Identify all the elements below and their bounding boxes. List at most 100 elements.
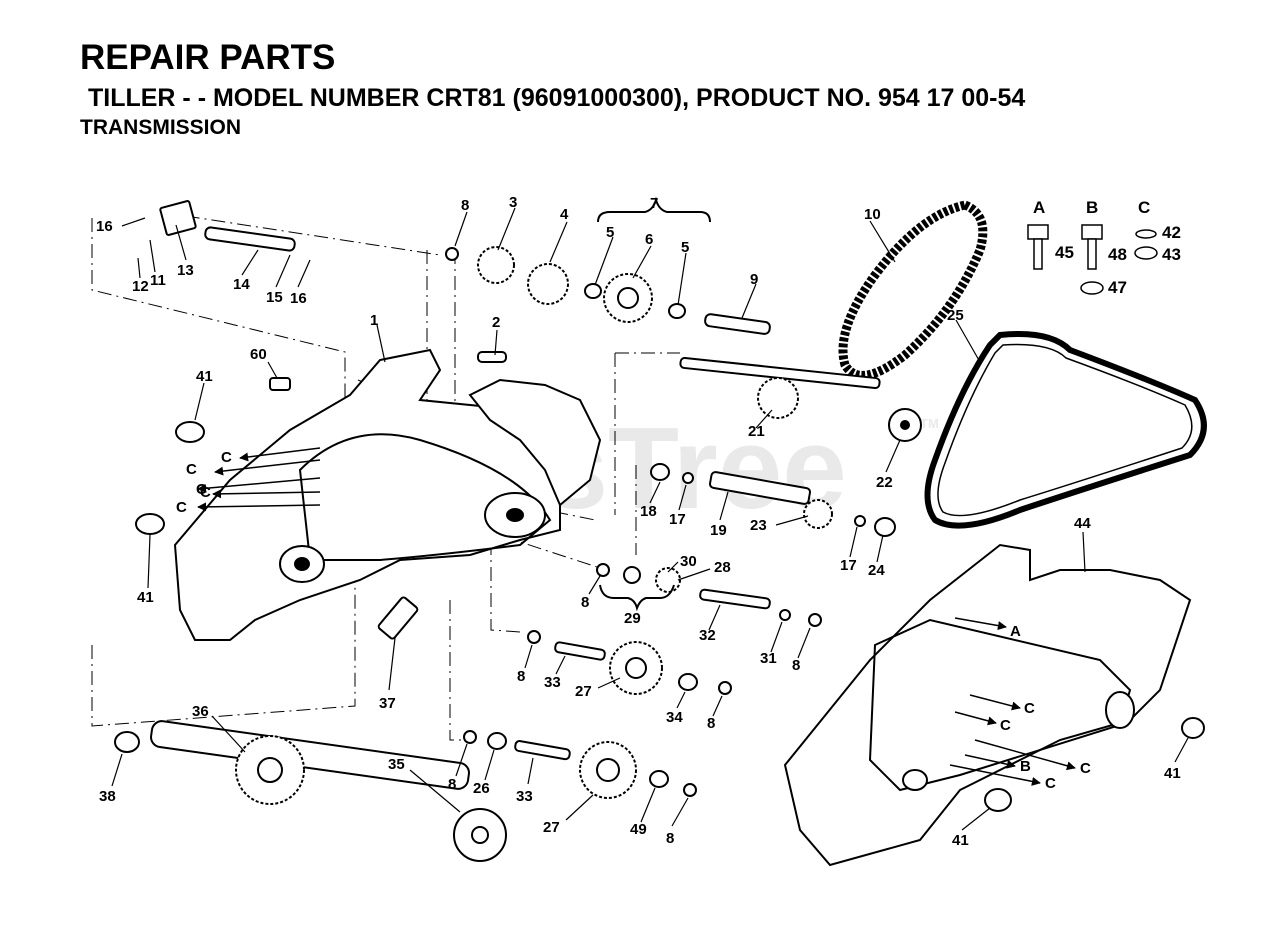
callout-8: 8 xyxy=(666,830,674,847)
arrow-label-b: B xyxy=(1020,758,1031,775)
gears xyxy=(235,246,833,805)
callout-27: 27 xyxy=(543,819,560,836)
callout-28: 28 xyxy=(714,559,731,576)
leader-lines xyxy=(111,207,1189,831)
callout-29: 29 xyxy=(624,610,641,627)
hardware-legend: A B C 45 48 42 43 47 xyxy=(1027,198,1181,297)
legend-nut-c: 43 xyxy=(1162,245,1181,264)
bolt-a-icon xyxy=(1027,224,1049,240)
callout-17: 17 xyxy=(669,511,686,528)
legend-nut-47: 47 xyxy=(1108,278,1127,297)
arrow-label-c: C xyxy=(200,484,211,501)
legend-bolt-b: 48 xyxy=(1108,245,1127,264)
legend-washer-c: 42 xyxy=(1162,223,1181,242)
callout-17: 17 xyxy=(840,557,857,574)
callout-22: 22 xyxy=(876,474,893,491)
callout-16: 16 xyxy=(290,290,307,307)
callout-7: 7 xyxy=(650,195,658,212)
arrow-label-c: C xyxy=(196,481,207,498)
right-housing xyxy=(783,543,1192,867)
callout-3: 3 xyxy=(509,194,517,211)
callout-8: 8 xyxy=(461,197,469,214)
callout-8: 8 xyxy=(448,776,456,793)
center-plate xyxy=(468,378,602,507)
callout-15: 15 xyxy=(266,289,283,306)
callout-60: 60 xyxy=(250,346,267,363)
arrow-label-c: C xyxy=(1024,700,1035,717)
callout-14: 14 xyxy=(233,276,250,293)
callout-36: 36 xyxy=(192,703,209,720)
bolt-a-shank xyxy=(1033,238,1043,270)
bearings-washers xyxy=(114,200,1205,862)
callout-11: 11 xyxy=(150,272,166,289)
callout-8: 8 xyxy=(707,715,715,732)
callout-9: 9 xyxy=(750,271,758,288)
callout-26: 26 xyxy=(473,780,490,797)
guide-lines xyxy=(91,211,680,741)
callout-21: 21 xyxy=(748,423,765,440)
drive-chain xyxy=(838,200,988,380)
direction-arrows xyxy=(197,447,1076,786)
bolt-b-shank xyxy=(1087,238,1097,270)
callout-44: 44 xyxy=(1074,515,1091,532)
callout-18: 18 xyxy=(640,503,657,520)
callout-13: 13 xyxy=(177,262,194,279)
watermark-tm: TM xyxy=(920,416,939,431)
callout-5: 5 xyxy=(606,224,614,241)
callout-32: 32 xyxy=(699,627,716,644)
model-subtitle: TILLER - - MODEL NUMBER CRT81 (960910003… xyxy=(88,84,1026,112)
arrow-label-c: C xyxy=(1045,775,1056,792)
legend-col-b: B xyxy=(1086,198,1098,217)
callout-24: 24 xyxy=(868,562,885,579)
callout-6: 6 xyxy=(645,231,653,248)
callout-27: 27 xyxy=(575,683,592,700)
callout-33: 33 xyxy=(544,674,561,691)
arrow-label-c: C xyxy=(186,461,197,478)
washer-icon xyxy=(1135,229,1157,239)
arrow-label-c: C xyxy=(1000,717,1011,734)
callout-37: 37 xyxy=(379,695,396,712)
callout-4: 4 xyxy=(560,206,569,223)
callout-8: 8 xyxy=(581,594,589,611)
callout-25: 25 xyxy=(947,307,964,324)
arrow-label-c: C xyxy=(176,499,187,516)
section-title: TRANSMISSION xyxy=(80,116,242,139)
callout-41: 41 xyxy=(1164,765,1181,782)
gasket xyxy=(924,331,1207,529)
callout-41: 41 xyxy=(137,589,154,606)
callout-8: 8 xyxy=(792,657,800,674)
callout-38: 38 xyxy=(99,788,116,805)
callout-35: 35 xyxy=(388,756,405,773)
legend-col-c: C xyxy=(1138,198,1150,217)
arrow-label-a: A xyxy=(1010,623,1021,640)
callout-23: 23 xyxy=(750,517,767,534)
bracket-29 xyxy=(599,584,675,612)
nut-47-icon xyxy=(1080,281,1104,295)
callout-30: 30 xyxy=(680,553,697,570)
nut-icon xyxy=(1134,246,1158,260)
bracket-7 xyxy=(597,196,711,223)
callout-8: 8 xyxy=(517,668,525,685)
callout-1: 1 xyxy=(370,312,378,329)
callout-31: 31 xyxy=(760,650,777,667)
callout-16: 16 xyxy=(96,218,113,235)
bolt-b-icon xyxy=(1081,224,1103,240)
callout-2: 2 xyxy=(492,314,500,331)
callout-33: 33 xyxy=(516,788,533,805)
callout-19: 19 xyxy=(710,522,727,539)
arrow-label-c: C xyxy=(1080,760,1091,777)
callout-49: 49 xyxy=(630,821,647,838)
legend-col-a: A xyxy=(1033,198,1045,217)
callout-41: 41 xyxy=(952,832,969,849)
callout-34: 34 xyxy=(666,709,683,726)
group-brackets xyxy=(597,196,711,612)
gasket-inner xyxy=(937,343,1193,517)
legend-bolt-a: 45 xyxy=(1055,243,1074,262)
callout-5: 5 xyxy=(681,239,689,256)
callout-41: 41 xyxy=(196,368,213,385)
page-title: REPAIR PARTS xyxy=(80,38,336,77)
arrow-label-c: C xyxy=(221,449,232,466)
